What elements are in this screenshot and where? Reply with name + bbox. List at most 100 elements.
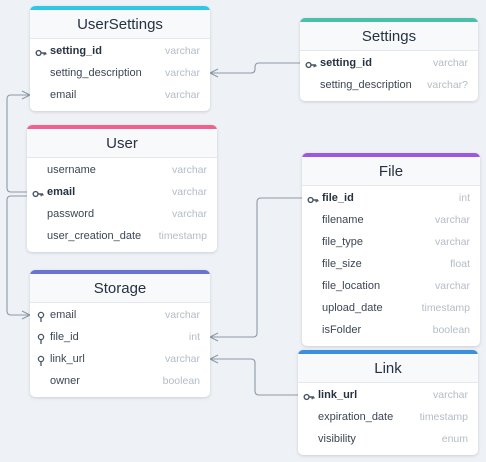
file-field-file-id[interactable]: file_id int xyxy=(302,187,480,209)
field-type: float xyxy=(450,258,470,270)
field-type: timestamp xyxy=(421,302,470,314)
link-table-title: Link xyxy=(298,354,478,383)
crowfoot-storage-file xyxy=(209,332,219,342)
file-table-title: File xyxy=(302,157,480,186)
storage-field-email[interactable]: email varchar xyxy=(30,304,210,326)
field-type: varchar? xyxy=(427,79,468,91)
field-name: file_id xyxy=(322,192,354,204)
usersettings-field-setting-description[interactable]: setting_description varchar xyxy=(30,62,210,84)
field-name: setting_description xyxy=(320,79,412,91)
usersettings-field-setting-id[interactable]: setting_id varchar xyxy=(30,40,210,62)
field-name: expiration_date xyxy=(318,411,394,423)
field-name: file_type xyxy=(322,236,363,248)
crowfoot-storage-email xyxy=(21,310,31,320)
key-icon xyxy=(35,45,47,57)
pin-icon xyxy=(35,309,47,322)
field-type: varchar xyxy=(171,208,207,220)
field-name: visibility xyxy=(318,433,356,445)
crowfoot-usersettings-email xyxy=(21,90,31,100)
field-name: email xyxy=(50,89,77,101)
field-name: file_size xyxy=(322,258,362,270)
field-name: email xyxy=(50,309,77,321)
file-field-file-location[interactable]: file_location varchar xyxy=(302,275,480,297)
field-type: int xyxy=(188,331,200,343)
storage-table-title: Storage xyxy=(30,274,210,303)
crowfoot-storage-link xyxy=(209,354,219,364)
usersettings-table-title: UserSettings xyxy=(30,10,210,39)
field-type: varchar xyxy=(432,57,468,69)
field-name: isFolder xyxy=(322,324,362,336)
pin-icon xyxy=(35,353,47,366)
relation-storage-file xyxy=(210,197,302,338)
file-field-file-size[interactable]: file_size float xyxy=(302,253,480,275)
field-type: varchar xyxy=(171,164,207,176)
settings-table-title: Settings xyxy=(300,22,478,51)
field-name: setting_description xyxy=(50,67,142,79)
settings-color-bar xyxy=(300,18,478,22)
field-name: setting_id xyxy=(320,57,372,69)
pin-icon xyxy=(35,331,47,344)
crowfoot-usersettings xyxy=(209,68,219,78)
field-type: varchar xyxy=(164,353,200,365)
field-type: varchar xyxy=(432,389,468,401)
field-type: varchar xyxy=(164,89,200,101)
field-type: boolean xyxy=(162,375,200,387)
key-icon xyxy=(305,57,317,69)
field-name: file_location xyxy=(322,280,381,292)
field-name: file_id xyxy=(50,331,79,343)
field-type: enum xyxy=(441,433,468,445)
user-color-bar xyxy=(27,125,217,129)
field-name: filename xyxy=(322,214,364,226)
key-icon xyxy=(32,186,44,198)
field-type: varchar xyxy=(434,214,470,226)
field-type: varchar xyxy=(171,186,207,198)
field-type: int xyxy=(458,192,470,204)
user-field-user-creation-date[interactable]: user_creation_date timestamp xyxy=(27,225,217,247)
field-type: varchar xyxy=(164,45,200,57)
field-name: username xyxy=(47,164,96,176)
key-icon xyxy=(307,192,319,204)
usersettings-field-email[interactable]: email varchar xyxy=(30,84,210,106)
user-field-password[interactable]: password varchar xyxy=(27,203,217,225)
settings-field-setting-description[interactable]: setting_description varchar? xyxy=(300,74,478,96)
file-field-isFolder[interactable]: isFolder boolean xyxy=(302,319,480,341)
file-color-bar xyxy=(302,153,480,157)
field-name: upload_date xyxy=(322,302,383,314)
relation-storage-link xyxy=(210,358,298,396)
field-type: varchar xyxy=(434,236,470,248)
storage-field-file-id[interactable]: file_id int xyxy=(30,326,210,348)
user-field-username[interactable]: username varchar xyxy=(27,159,217,181)
field-name: owner xyxy=(50,375,80,387)
usersettings-color-bar xyxy=(30,6,210,10)
link-field-visibility[interactable]: visibility enum xyxy=(298,428,478,450)
field-type: varchar xyxy=(164,309,200,321)
file-field-upload-date[interactable]: upload_date timestamp xyxy=(302,297,480,319)
settings-table[interactable]: Settings setting_id varchar setting_descrip… xyxy=(300,18,478,101)
storage-field-owner[interactable]: owner boolean xyxy=(30,370,210,392)
field-type: timestamp xyxy=(158,230,207,242)
field-name: password xyxy=(47,208,95,220)
settings-field-setting-id[interactable]: setting_id varchar xyxy=(300,52,478,74)
user-table-title: User xyxy=(27,129,217,158)
key-icon xyxy=(303,389,315,401)
storage-color-bar xyxy=(30,270,210,274)
field-type: boolean xyxy=(432,324,470,336)
field-type: varchar xyxy=(164,67,200,79)
file-field-filename[interactable]: filename varchar xyxy=(302,209,480,231)
link-color-bar xyxy=(298,350,478,354)
field-name: setting_id xyxy=(50,45,102,57)
relation-usersettings-settings xyxy=(210,62,300,74)
field-name: user_creation_date xyxy=(47,230,142,242)
file-field-file-type[interactable]: file_type varchar xyxy=(302,231,480,253)
field-type: varchar xyxy=(434,280,470,292)
